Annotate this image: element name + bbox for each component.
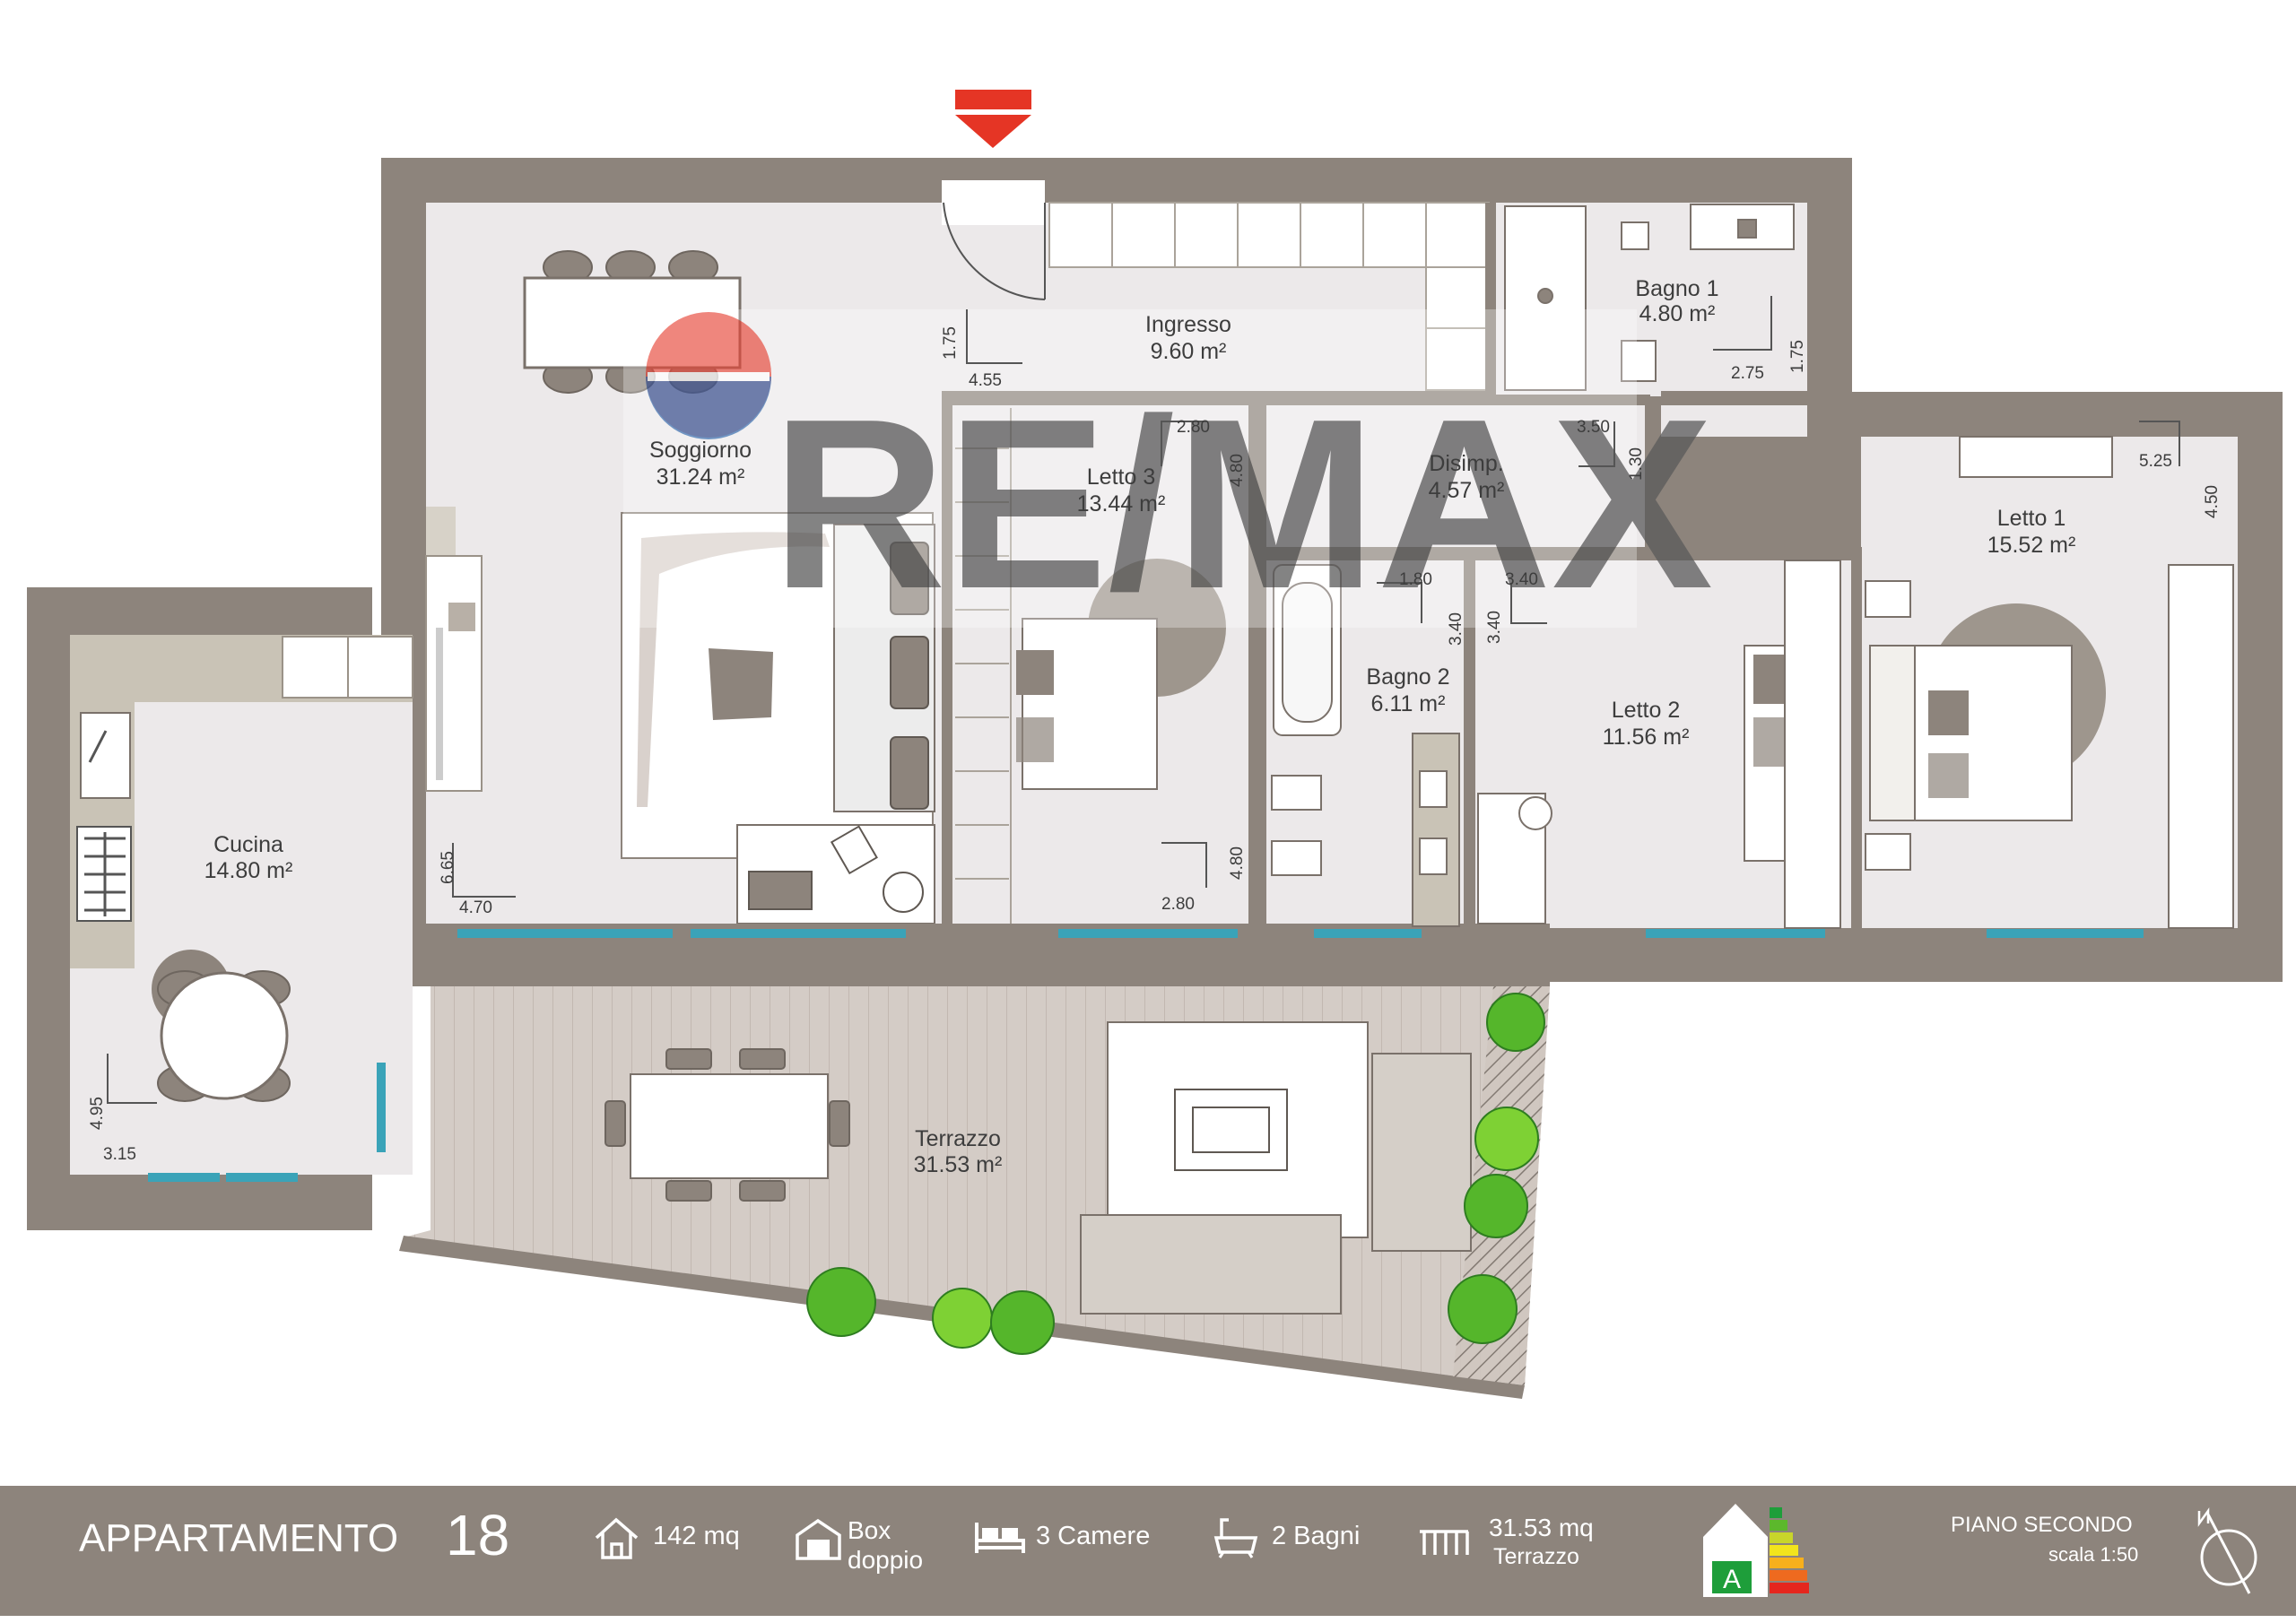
terrace-line1: 31.53 mq xyxy=(1489,1514,1594,1541)
letto2-furniture xyxy=(1477,560,1841,929)
energy-class-icon: A xyxy=(1703,1504,1809,1597)
dimension-markers xyxy=(107,296,2180,1104)
tv-cabinet xyxy=(425,507,483,792)
room-name-disimp: Disimp. xyxy=(1429,451,1503,476)
watermark-text: RE/MAX xyxy=(771,369,1714,639)
dim-bagno2-a: 1.80 xyxy=(1399,570,1432,589)
disimp-floor xyxy=(1266,405,1654,547)
dim-letto2-a: 3.40 xyxy=(1505,570,1538,589)
room-name-letto3: Letto 3 xyxy=(1087,464,1155,490)
dim-bagno1-a: 1.75 xyxy=(1788,340,1807,373)
scale-label: scala 1:50 xyxy=(2048,1543,2139,1566)
room-area-disimp: 4.57 m² xyxy=(1429,478,1505,503)
dim-cucina-b: 3.15 xyxy=(103,1145,136,1164)
windows xyxy=(148,929,2144,1182)
dim-ingresso-b: 4.55 xyxy=(969,371,1002,390)
compass-icon xyxy=(2197,1507,2257,1594)
room-labels: Soggiorno 31.24 m² Ingresso 9.60 m² Bagn… xyxy=(204,276,2076,1177)
house-icon xyxy=(595,1517,639,1559)
room-name-bagno1: Bagno 1 xyxy=(1635,276,1718,301)
dim-letto3-b: 4.80 xyxy=(1228,454,1247,487)
dim-disimp-a: 3.50 xyxy=(1577,418,1610,437)
kitchen-table xyxy=(152,950,291,1102)
plants xyxy=(806,993,1545,1355)
box-line2: doppio xyxy=(848,1546,924,1574)
dim-cucina-a: 4.95 xyxy=(88,1097,107,1130)
room-area-terrazzo: 31.53 m² xyxy=(914,1152,1003,1177)
room-area-bagno1: 4.80 m² xyxy=(1639,301,1716,326)
room-name-ingresso: Ingresso xyxy=(1145,312,1231,337)
apartment-label: APPARTAMENTO xyxy=(79,1516,399,1560)
room-name-letto1: Letto 1 xyxy=(1997,506,2066,531)
baths-text: 2 Bagni xyxy=(1272,1522,1361,1550)
dim-bagno1-b: 2.75 xyxy=(1731,364,1764,383)
room-name-letto2: Letto 2 xyxy=(1612,698,1680,723)
area-text: 142 mq xyxy=(653,1522,740,1550)
room-name-soggiorno: Soggiorno xyxy=(649,438,752,463)
floor-label: PIANO SECONDO xyxy=(1951,1513,2133,1537)
dim-bagno2-b: 3.40 xyxy=(1447,612,1465,646)
room-area-letto2: 11.56 m² xyxy=(1603,725,1690,750)
dim-letto3-c: 4.80 xyxy=(1228,846,1247,880)
living-set xyxy=(621,512,935,924)
disimp-ext-floor xyxy=(1661,405,1807,437)
letto3-furniture xyxy=(955,408,1226,924)
dim-ingresso-a: 1.75 xyxy=(941,326,960,360)
bagno1-fixtures xyxy=(1504,204,1795,391)
remax-watermark: RE/MAX xyxy=(623,309,1714,639)
terrace-line2: Terrazzo xyxy=(1493,1544,1579,1569)
garage-icon xyxy=(796,1518,841,1560)
room-name-cucina: Cucina xyxy=(213,832,283,857)
dim-letto1-b: 4.50 xyxy=(2203,485,2222,518)
box-line1: Box xyxy=(848,1516,891,1544)
bagno2-fixtures xyxy=(1271,564,1460,927)
terrace-icon xyxy=(1420,1530,1469,1555)
info-bar: APPARTAMENTO 18 142 mq Box doppio 3 Came… xyxy=(0,1486,2296,1616)
room-area-ingresso: 9.60 m² xyxy=(1151,339,1227,364)
room-name-terrazzo: Terrazzo xyxy=(915,1126,1001,1151)
dim-letto3-a: 2.80 xyxy=(1177,418,1210,437)
kitchen-counter xyxy=(70,635,413,968)
dim-disimp-b: 1.30 xyxy=(1627,447,1646,481)
terrace-lounge xyxy=(1080,1021,1472,1315)
dimension-labels: 1.75 4.55 1.75 2.75 2.80 4.80 4.80 2.80 … xyxy=(88,326,2222,1164)
room-area-letto1: 15.52 m² xyxy=(1987,533,2076,558)
letto1-furniture xyxy=(1865,436,2234,929)
bathtub-icon xyxy=(1213,1518,1258,1558)
dim-letto2-b: 3.40 xyxy=(1485,611,1504,644)
bed-icon xyxy=(975,1523,1025,1553)
dim-soggiorno-b: 4.70 xyxy=(459,898,492,917)
entrance-arrow-icon xyxy=(955,90,1031,148)
dim-letto1-a: 5.25 xyxy=(2139,452,2172,471)
room-area-bagno2: 6.11 m² xyxy=(1371,691,1446,716)
dim-soggiorno-a: 6.65 xyxy=(439,851,457,884)
rooms-text: 3 Camere xyxy=(1036,1522,1151,1550)
dim-letto3-d: 2.80 xyxy=(1161,895,1195,914)
apartment-number: 18 xyxy=(446,1503,510,1567)
room-area-letto3: 13.44 m² xyxy=(1077,491,1166,516)
energy-class-letter: A xyxy=(1723,1565,1741,1594)
room-name-bagno2: Bagno 2 xyxy=(1366,664,1449,690)
entrance-door xyxy=(942,180,1046,300)
terrace-dining xyxy=(604,1048,850,1202)
room-area-cucina: 14.80 m² xyxy=(204,858,293,883)
room-area-soggiorno: 31.24 m² xyxy=(657,464,745,490)
